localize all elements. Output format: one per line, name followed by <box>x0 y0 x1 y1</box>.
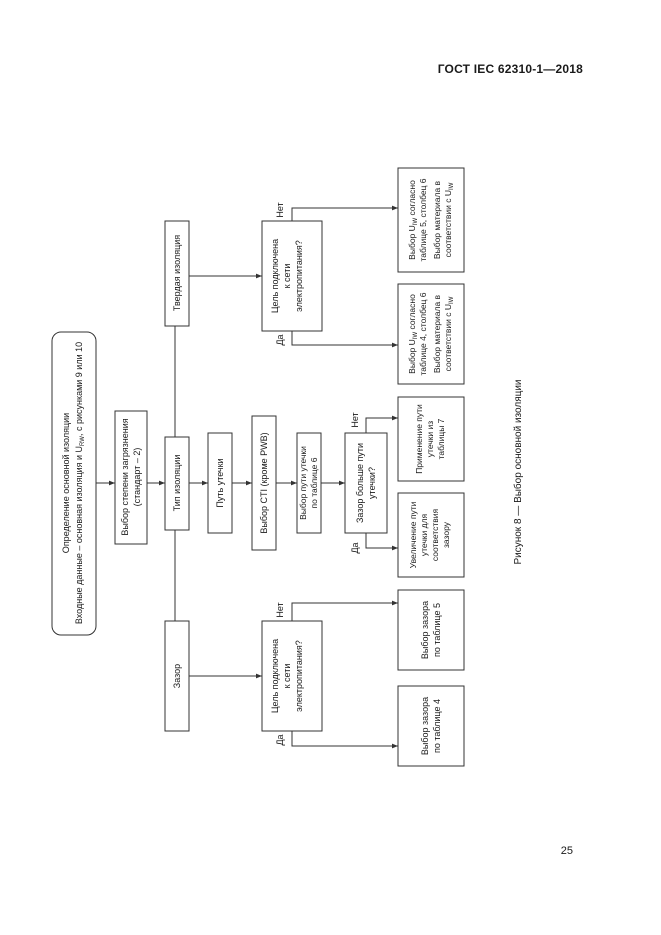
svg-text:соответствии с UIW: соответствии с UIW <box>443 296 455 371</box>
root-box <box>51 331 97 636</box>
svg-text:соответствия: соответствия <box>430 509 440 562</box>
increase-creepage-box <box>397 492 465 578</box>
svg-text:Нет: Нет <box>350 412 360 427</box>
apply-table7-text: Применение пути утечки из таблицы 7 <box>414 404 446 474</box>
svg-text:Зазор: Зазор <box>172 664 182 688</box>
svg-text:Выбор зазора: Выбор зазора <box>420 601 430 659</box>
svg-text:таблице 4, столбец 6: таблице 4, столбец 6 <box>418 292 428 375</box>
figure-caption: Рисунок 8 — Выбор основной изоляции <box>513 379 524 565</box>
gap-yes-label: Да <box>350 542 360 553</box>
svg-text:Да: Да <box>275 334 285 345</box>
svg-text:Цель подключена: Цель подключена <box>270 639 280 713</box>
svg-text:Цель подключена: Цель подключена <box>270 239 280 313</box>
gap-question-text: Зазор больше пути утечки? <box>355 443 377 523</box>
connectors <box>96 205 398 749</box>
svg-text:утечки из: утечки из <box>425 421 435 457</box>
svg-text:(стандарт – 2): (стандарт – 2) <box>132 448 142 507</box>
solid-insulation-text: Твердая изоляция <box>172 235 182 311</box>
svg-text:Зазор больше пути: Зазор больше пути <box>355 443 365 523</box>
clearance-table5-box <box>397 589 465 671</box>
clearance-yes-label: Да <box>275 734 285 745</box>
svg-text:Выбор материала в: Выбор материала в <box>432 294 442 373</box>
insulation-type-text: Тип изоляции <box>172 455 182 512</box>
creepage-table6-box <box>296 432 322 534</box>
svg-text:зазору: зазору <box>441 521 451 548</box>
creepage-path-text: Путь утечки <box>215 458 225 507</box>
root-text: Определение основной изоляции Входные да… <box>61 342 86 624</box>
svg-text:Применение пути: Применение пути <box>414 404 424 474</box>
svg-text:Выбор UIW согласно: Выбор UIW согласно <box>407 294 419 374</box>
svg-text:по таблице 6: по таблице 6 <box>309 457 319 508</box>
solid-table5-box <box>397 167 465 273</box>
gap-no-label: Нет <box>350 412 360 427</box>
svg-text:утечки для: утечки для <box>419 513 429 556</box>
clearance-table5-text: Выбор зазора по таблице 5 <box>420 601 442 659</box>
svg-text:Выбор UIW согласно: Выбор UIW согласно <box>407 180 419 260</box>
creepage-path-box <box>207 432 233 534</box>
svg-text:электропитания?: электропитания? <box>294 240 304 312</box>
solid-table4-text: Выбор UIW согласно таблице 4, столбец 6 … <box>407 292 455 375</box>
svg-text:Нет: Нет <box>275 202 285 217</box>
creepage-table6-text: Выбор пути утечки по таблице 6 <box>298 446 319 520</box>
apply-table7-box <box>397 396 465 482</box>
clearance-no-label: Нет <box>275 602 285 617</box>
pollution-degree-box <box>114 410 148 545</box>
svg-text:Выбор CTI (кроме PWB): Выбор CTI (кроме PWB) <box>259 432 269 533</box>
cti-text: Выбор CTI (кроме PWB) <box>259 432 269 533</box>
pollution-degree-text: Выбор степени загрязнения (стандарт – 2) <box>120 418 142 535</box>
svg-text:электропитания?: электропитания? <box>294 640 304 712</box>
increase-creepage-text: Увеличение пути утечки для соответствия … <box>408 501 451 568</box>
cti-box <box>251 415 277 551</box>
svg-text:по таблице 4: по таблице 4 <box>432 699 442 753</box>
svg-text:Да: Да <box>350 542 360 553</box>
solid-table5-text: Выбор UIW согласно таблице 5, столбец 6 … <box>407 178 455 261</box>
gap-question-box <box>344 432 388 534</box>
solid-insulation-box <box>164 220 190 327</box>
svg-text:Увеличение пути: Увеличение пути <box>408 501 418 568</box>
svg-text:Тип изоляции: Тип изоляции <box>172 455 182 512</box>
clearance-box <box>164 620 190 732</box>
clearance-mains-question-text: Цель подключена к сети электропитания? <box>270 639 304 713</box>
svg-text:Нет: Нет <box>275 602 285 617</box>
clearance-mains-question-box <box>261 620 323 732</box>
svg-text:Путь утечки: Путь утечки <box>215 458 225 507</box>
svg-text:Выбор степени загрязнения: Выбор степени загрязнения <box>120 418 130 535</box>
svg-text:Определение основной изоляции: Определение основной изоляции <box>61 413 71 553</box>
svg-text:к сети: к сети <box>282 664 292 689</box>
solid-table4-box <box>397 283 465 385</box>
svg-text:Выбор зазора: Выбор зазора <box>420 697 430 755</box>
solid-no-label: Нет <box>275 202 285 217</box>
solid-yes-label: Да <box>275 334 285 345</box>
solid-mains-question-box <box>261 220 323 332</box>
svg-text:Входные данные – основная изол: Входные данные – основная изоляция и URW… <box>74 342 86 624</box>
svg-text:Выбор пути утечки: Выбор пути утечки <box>298 446 308 520</box>
clearance-table4-box <box>397 685 465 767</box>
svg-text:Выбор материала в: Выбор материала в <box>432 180 442 259</box>
svg-text:к сети: к сети <box>282 264 292 289</box>
document-code: ГОСТ IEC 62310-1—2018 <box>437 62 583 76</box>
svg-text:утечки?: утечки? <box>367 467 377 499</box>
svg-text:Твердая изоляция: Твердая изоляция <box>172 235 182 311</box>
svg-text:соответствии с UIW: соответствии с UIW <box>443 182 455 257</box>
solid-mains-question-text: Цель подключена к сети электропитания? <box>270 239 304 313</box>
svg-text:таблицы 7: таблицы 7 <box>436 418 446 459</box>
svg-text:Да: Да <box>275 734 285 745</box>
svg-text:таблице 5, столбец 6: таблице 5, столбец 6 <box>418 178 428 261</box>
clearance-table4-text: Выбор зазора по таблице 4 <box>420 697 442 755</box>
page-number: 25 <box>560 845 573 857</box>
clearance-text: Зазор <box>172 664 182 688</box>
insulation-type-box <box>164 436 190 531</box>
svg-text:по таблице 5: по таблице 5 <box>432 603 442 657</box>
